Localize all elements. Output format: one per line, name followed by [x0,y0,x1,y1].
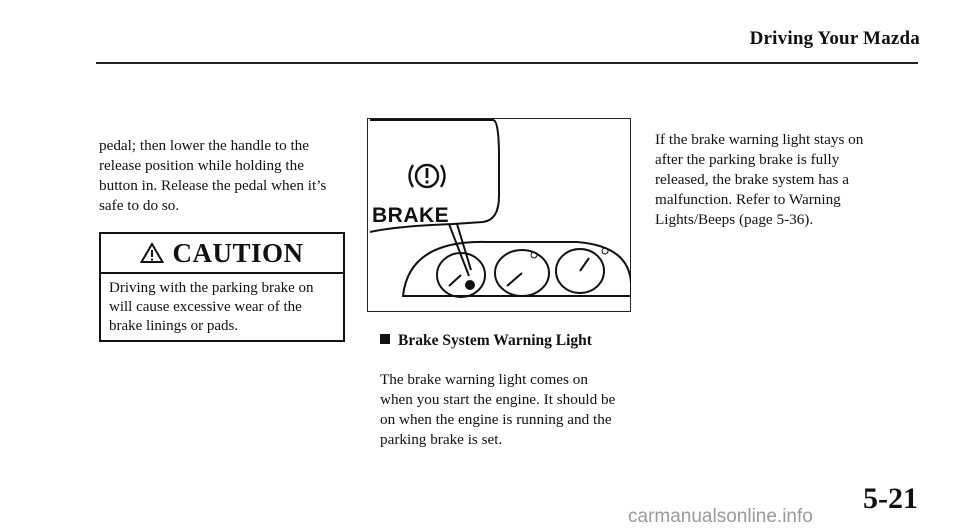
paragraph-line: Lights/Beeps (page 5-36). [655,211,814,228]
paragraph-line: pedal; then lower the handle to the [99,137,310,154]
caution-line: will cause excessive wear of the [109,299,302,315]
left-paragraph: pedal; then lower the handle to the rele… [99,136,326,216]
caution-body: Driving with the parking brake on will c… [101,274,343,336]
paragraph-line: safe to do so. [99,197,180,214]
page-number: 5-21 [863,482,918,515]
paragraph-line: button in. Release the pedal when it’s [99,177,327,194]
paragraph-line: If the brake warning light stays on [655,131,864,148]
section-heading: Brake System Warning Light [380,332,592,350]
paragraph-line: on when the engine is running and the [380,411,612,428]
section-paragraph: The brake warning light comes on when yo… [380,370,615,450]
brake-label: BRAKE [372,204,450,227]
page-header-title: Driving Your Mazda [749,28,920,49]
paragraph-line: parking brake is set. [380,431,503,448]
brake-warning-symbol-icon [408,163,446,189]
paragraph-line: after the parking brake is fully [655,151,840,168]
caution-box: CAUTION Driving with the parking brake o… [99,232,345,342]
paragraph-line: release position while holding the [99,157,304,174]
right-paragraph: If the brake warning light stays on afte… [655,130,863,230]
paragraph-line: malfunction. Refer to Warning [655,191,841,208]
warning-triangle-icon [140,242,165,263]
caution-line: brake linings or pads. [109,318,239,334]
brake-warning-figure [367,118,631,312]
paragraph-line: The brake warning light comes on [380,371,588,388]
paragraph-line: released, the brake system has a [655,171,849,188]
paragraph-line: when you start the engine. It should be [380,391,616,408]
caution-line: Driving with the parking brake on [109,280,314,296]
watermark: carmanualsonline.info [628,506,813,527]
bullet-square-icon [380,334,390,344]
header-divider [96,62,918,64]
section-heading-text: Brake System Warning Light [398,332,592,349]
caution-header: CAUTION [101,234,343,274]
instrument-cluster-illustration [369,118,631,298]
caution-title: CAUTION [172,237,304,268]
